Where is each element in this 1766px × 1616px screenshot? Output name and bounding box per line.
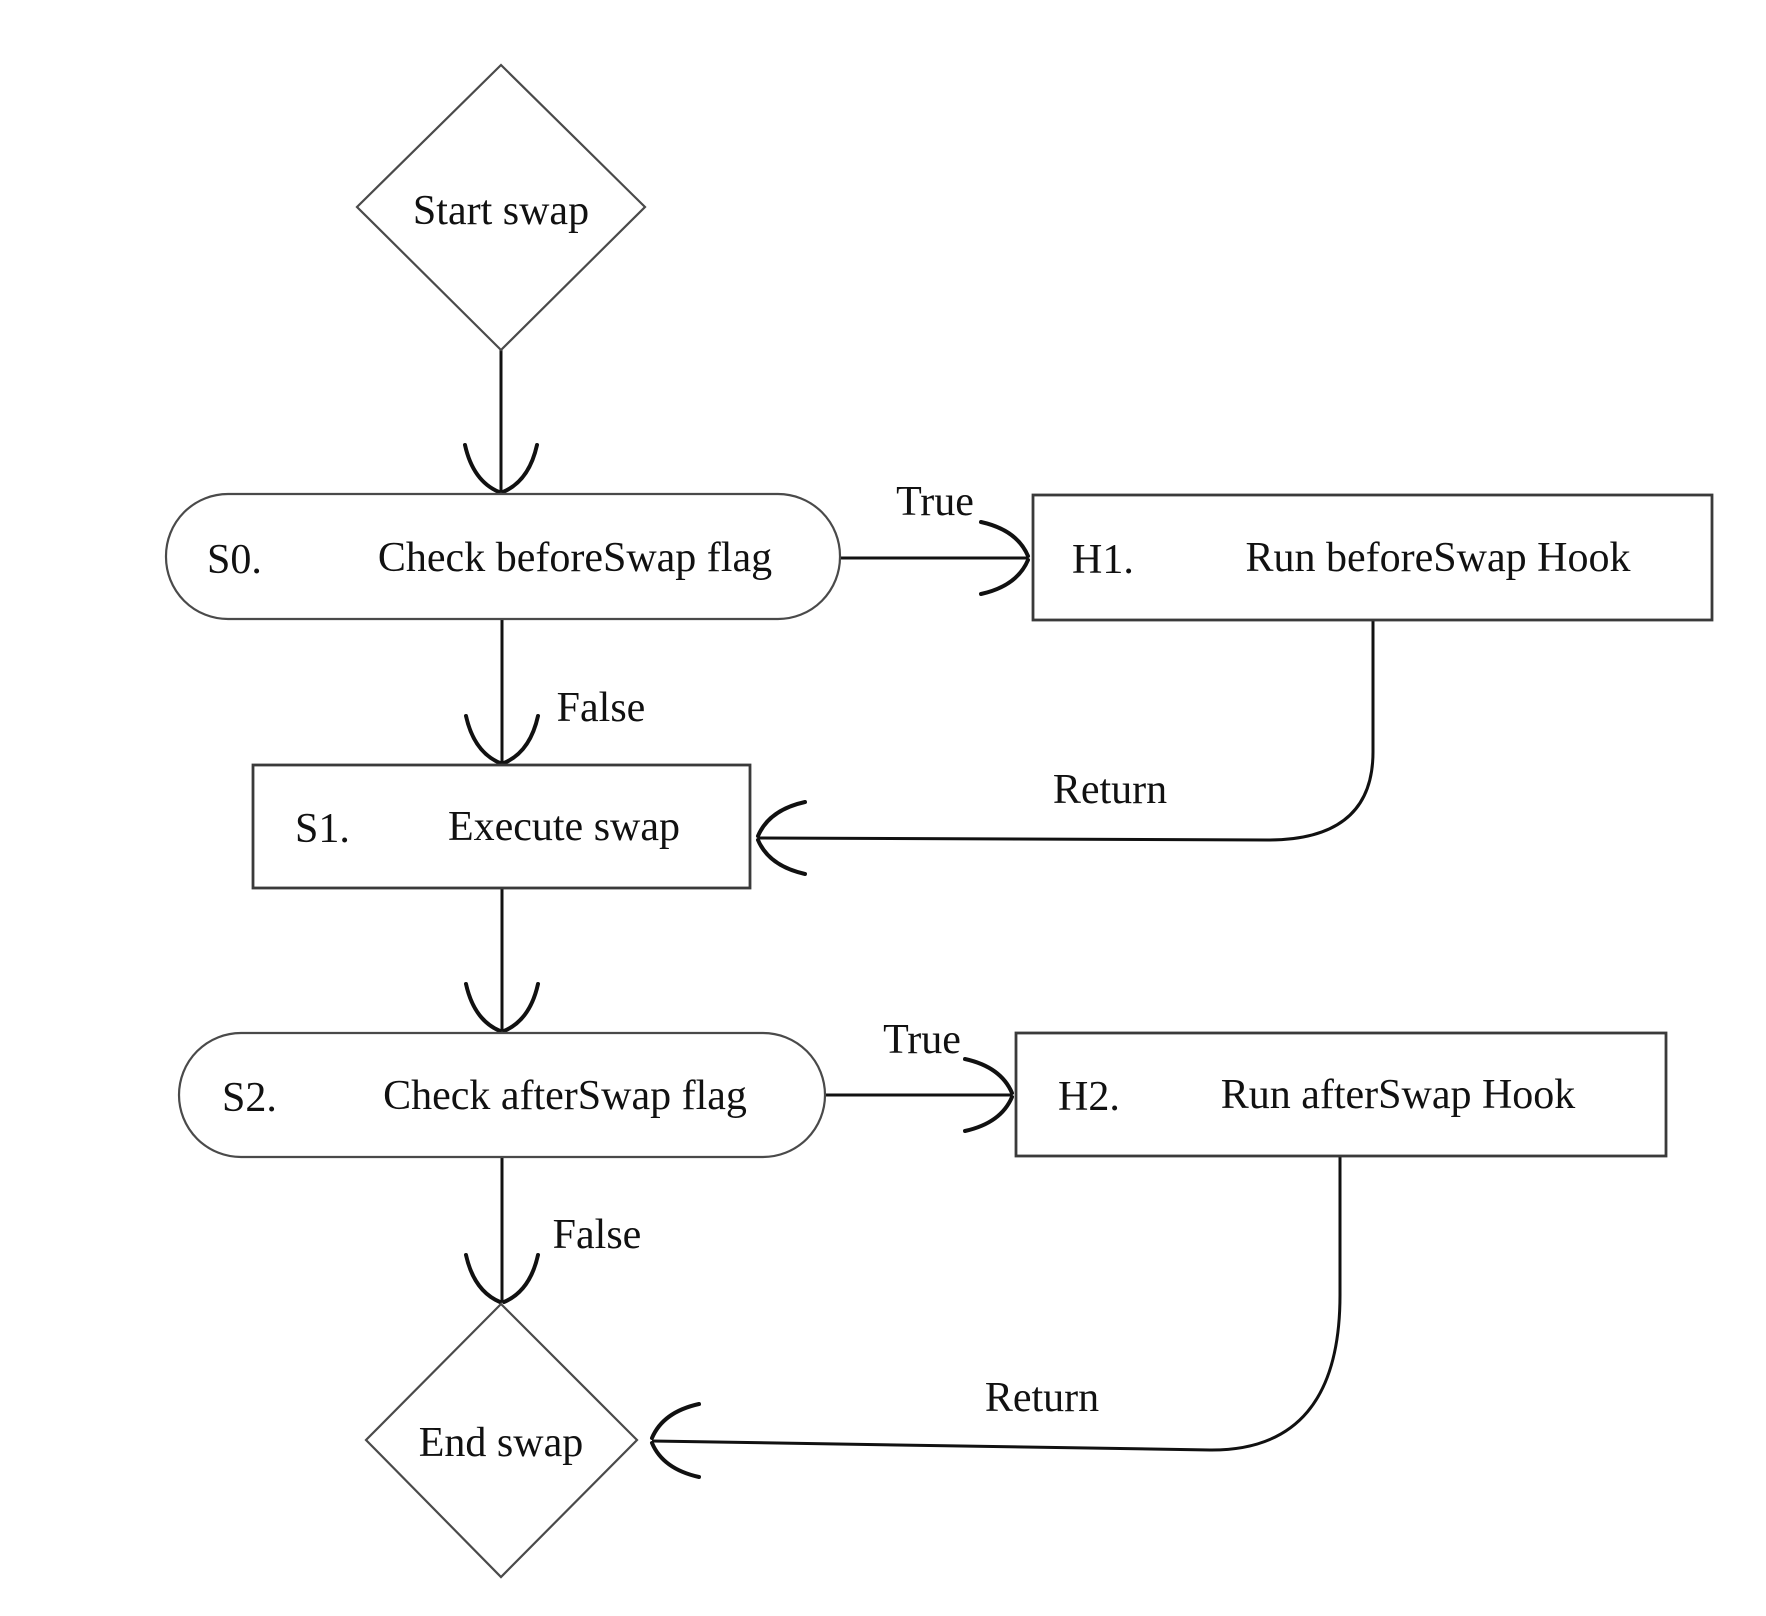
arrowhead-into-end-right [650, 1402, 701, 1479]
arrowhead-into-s1-top [464, 714, 540, 765]
arrowhead-into-h1 [979, 520, 1030, 596]
s2-label: Check afterSwap flag [383, 1073, 747, 1119]
arrowhead-into-s1-right [756, 800, 807, 876]
edge-label-false-1: False [557, 685, 646, 731]
node-s0-check-beforeswap: S0. Check beforeSwap flag [164, 492, 842, 621]
s0-label: Check beforeSwap flag [378, 535, 772, 581]
node-h1-run-beforeswap-hook: H1. Run beforeSwap Hook [1031, 493, 1714, 622]
edge-h1-to-s1 [757, 620, 1375, 842]
edge-label-return-1: Return [1053, 767, 1167, 813]
edge-label-true-2: True [883, 1017, 961, 1063]
node-end-swap: End swap [364, 1302, 639, 1579]
s0-stadium-shape [164, 492, 842, 621]
s2-stadium-shape [177, 1031, 827, 1159]
end-diamond-shape [364, 1302, 639, 1579]
start-diamond-shape [355, 63, 647, 352]
h2-rect-shape [1014, 1031, 1668, 1158]
s0-prefix: S0. [207, 537, 262, 583]
edge-label-return-2: Return [985, 1375, 1099, 1421]
arrowhead-into-end-top [464, 1253, 540, 1304]
node-h2-run-afterswap-hook: H2. Run afterSwap Hook [1014, 1031, 1668, 1158]
arrowhead-into-s0 [463, 443, 539, 494]
node-s2-check-afterswap: S2. Check afterSwap flag [177, 1031, 827, 1159]
h2-prefix: H2. [1058, 1074, 1120, 1120]
node-s1-execute-swap: S1. Execute swap [251, 763, 752, 890]
s1-rect-shape [251, 763, 752, 890]
s1-prefix: S1. [295, 806, 350, 852]
edge-h2-to-end [651, 1156, 1342, 1452]
end-swap-label: End swap [419, 1420, 583, 1466]
h1-prefix: H1. [1072, 537, 1134, 583]
edge-label-false-2: False [553, 1212, 642, 1258]
arrowhead-into-h2 [963, 1057, 1014, 1133]
edge-label-true-1: True [896, 479, 974, 525]
h2-label: Run afterSwap Hook [1221, 1072, 1576, 1118]
h1-label: Run beforeSwap Hook [1246, 535, 1631, 581]
s2-prefix: S2. [222, 1075, 277, 1121]
start-swap-label: Start swap [413, 188, 589, 234]
arrowhead-into-s2 [464, 982, 540, 1033]
h1-rect-shape [1031, 493, 1714, 622]
s1-label: Execute swap [448, 804, 680, 850]
node-start-swap: Start swap [355, 63, 647, 352]
